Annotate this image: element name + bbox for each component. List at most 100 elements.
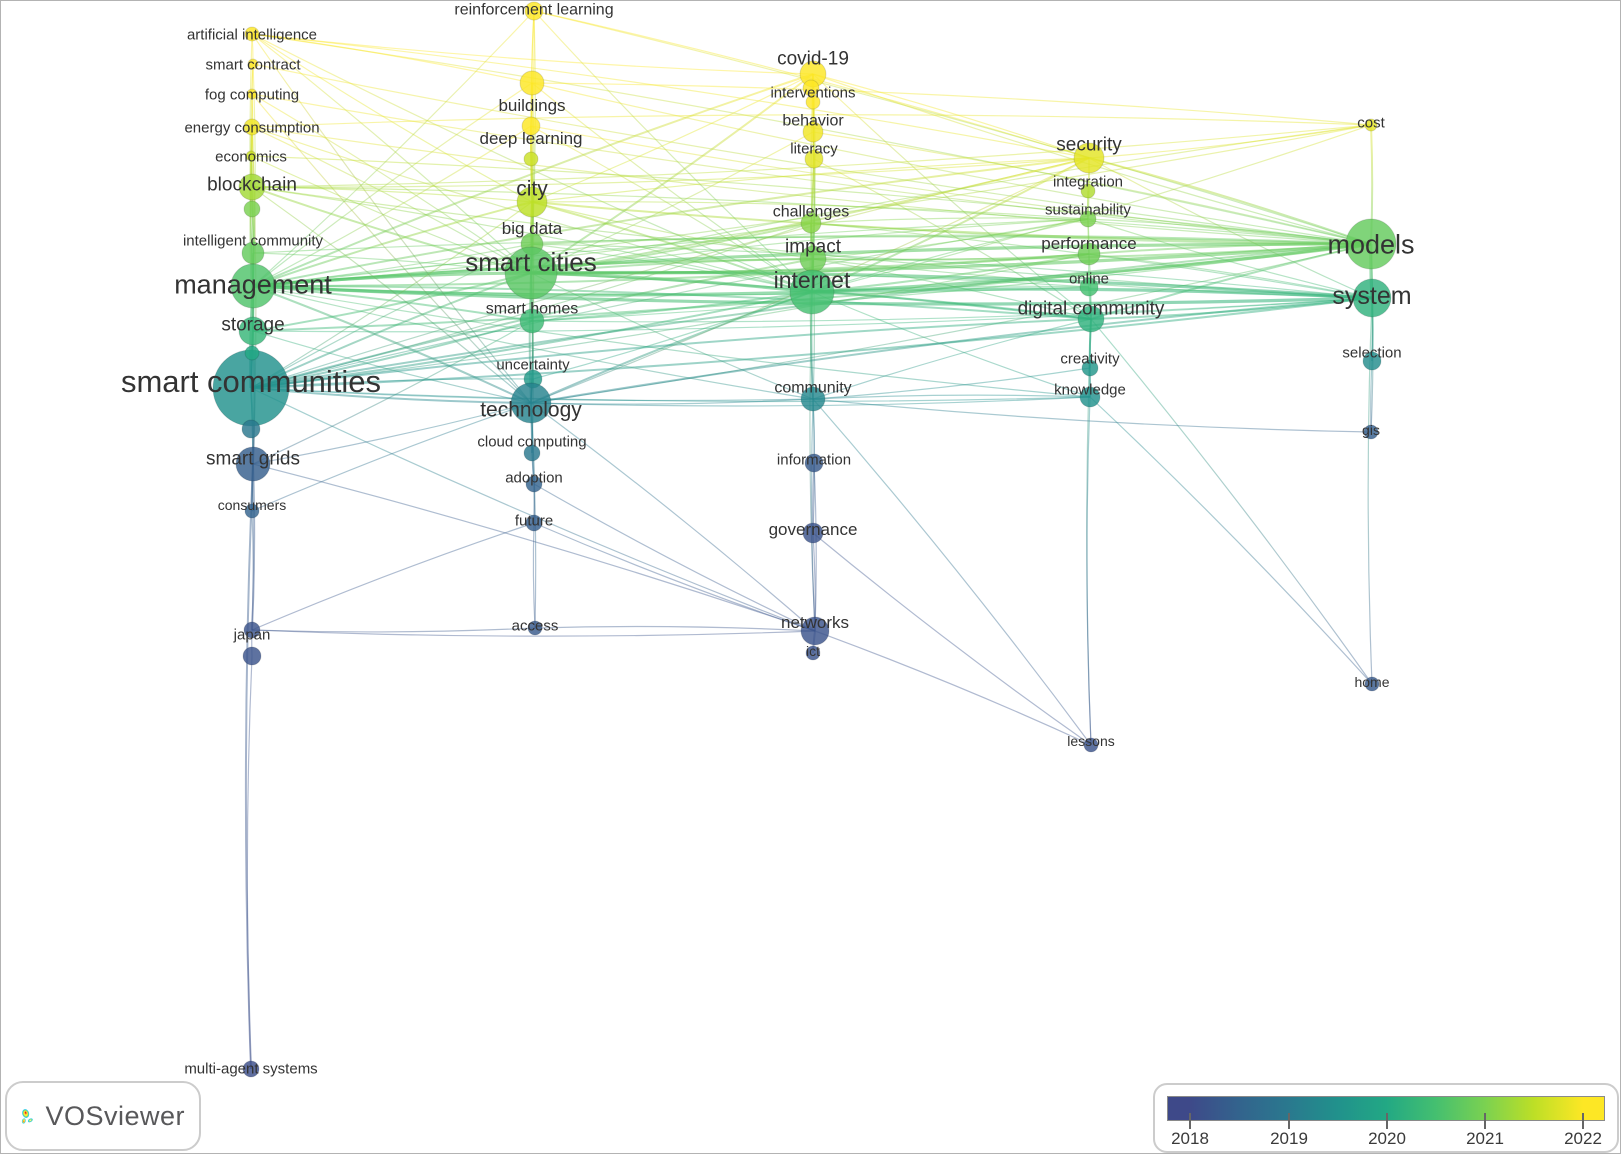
edge [812,253,1090,261]
node-multi-agent-systems[interactable] [242,1060,260,1078]
node-technology[interactable] [510,382,552,424]
node-label: behavior [782,113,844,130]
node-label: multi-agent systems [184,1060,317,1077]
node-future[interactable] [525,514,543,532]
edge [530,125,813,293]
node-dot[interactable] [523,151,539,167]
node-label: security [1056,135,1122,156]
edge [1086,396,1092,746]
edge [250,387,1091,403]
node-fog-computing[interactable] [246,88,258,100]
node-label: consumers [218,497,286,513]
edge [252,285,1091,398]
node-digital-community[interactable] [1077,305,1105,333]
node-label: impact [785,237,842,258]
node-interventions[interactable] [805,94,821,110]
node-energy-consumption[interactable] [243,118,261,136]
edge [251,33,532,404]
edge [534,625,816,632]
node-dot[interactable] [242,646,262,666]
node-ict[interactable] [805,645,821,661]
node-smart-cities[interactable] [504,246,558,300]
node-lessons[interactable] [1083,737,1099,753]
node-blockchain[interactable] [238,173,266,201]
node-behavior[interactable] [802,121,824,143]
node-label: knowledge [1054,381,1126,398]
node-management[interactable] [230,263,276,309]
node-label: fog computing [205,86,299,103]
edge [531,201,1089,220]
node-community[interactable] [800,386,826,412]
node-models[interactable] [1345,218,1397,270]
node-smart-contract[interactable] [247,58,259,70]
node-storage[interactable] [238,316,268,346]
node-economics[interactable] [245,150,257,162]
node-label: lessons [1067,733,1114,749]
node-selection[interactable] [1362,351,1382,371]
edge [251,126,532,274]
edge [811,218,1089,293]
node-label: economics [215,148,287,165]
edge [532,291,813,380]
node-online[interactable] [1079,277,1099,297]
node-creativity[interactable] [1081,359,1099,377]
node-home[interactable] [1364,676,1380,692]
node-information[interactable] [804,453,824,473]
node-artificial-intelligence[interactable] [244,26,260,42]
node-city[interactable] [516,186,548,218]
edge [531,73,814,203]
node-challenges[interactable] [800,212,822,234]
vosviewer-logo-icon [21,1109,33,1124]
node-cloud-computing[interactable] [523,444,541,462]
node-label: smart homes [486,301,578,318]
node-dot[interactable] [244,345,260,361]
edge [811,291,1091,398]
node-label: deep learning [479,129,582,148]
node-label: selection [1342,344,1401,361]
node-gis[interactable] [1363,424,1379,440]
node-consumers[interactable] [244,503,260,519]
node-sustainability[interactable] [1079,210,1097,228]
node-label: energy consumption [184,119,319,136]
node-integration[interactable] [1080,183,1096,199]
node-networks[interactable] [800,616,830,646]
node-deep-learning[interactable] [521,116,541,136]
node-literacy[interactable] [804,149,824,169]
node-label: sustainability [1045,201,1131,218]
edge [252,125,532,287]
node-governance[interactable] [802,522,824,544]
node-dot[interactable] [241,419,261,439]
node-smart-grids[interactable] [235,446,271,482]
edge [251,93,532,404]
node-smart-homes[interactable] [519,308,545,334]
node-reinforcement-learning[interactable] [524,1,544,21]
edge [1088,124,1372,159]
node-japan[interactable] [243,621,261,639]
edge [251,629,816,637]
edge [251,93,532,274]
edge [531,297,1373,323]
node-system[interactable] [1352,278,1392,318]
edge [531,201,1372,245]
node-adoption[interactable] [525,475,543,493]
node-buildings[interactable] [519,70,545,96]
edge [250,318,1092,389]
node-dot[interactable] [243,200,261,218]
node-performance[interactable] [1077,242,1101,266]
node-security[interactable] [1073,142,1105,174]
legend-tick [1386,1113,1388,1129]
edge [252,402,532,465]
node-access[interactable] [527,620,543,636]
node-label: cloud computing [477,433,586,450]
node-label: uncertainty [496,356,570,373]
edge [812,73,1092,320]
node-cost[interactable] [1364,118,1378,132]
edge [533,10,1372,245]
vosviewer-logo: VOSviewer [5,1081,201,1151]
node-label: management [174,269,332,299]
node-internet[interactable] [789,269,835,315]
node-knowledge[interactable] [1079,386,1101,408]
edge [531,82,813,293]
edge [531,243,1372,322]
